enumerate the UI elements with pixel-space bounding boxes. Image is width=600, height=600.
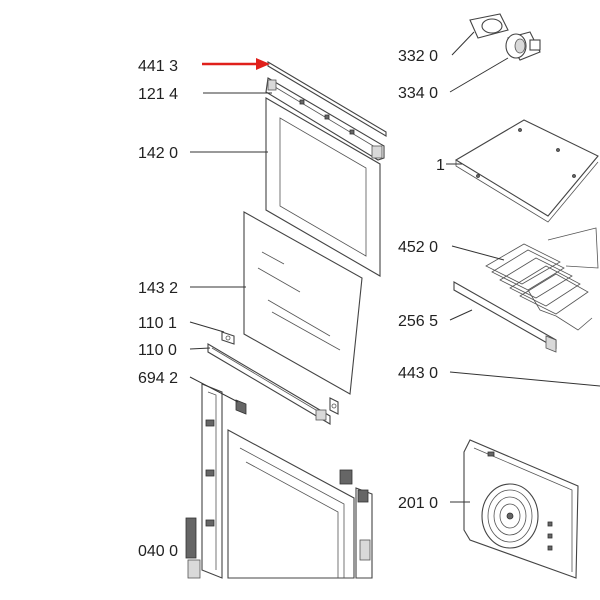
part-control-knob (505, 31, 541, 61)
highlight-arrow (202, 58, 270, 70)
label-part-2565: 256 5 (398, 313, 438, 330)
label-part-1100: 110 0 (138, 342, 177, 359)
leader-1101 (189, 321, 225, 333)
part-door-glass-panel (243, 211, 363, 395)
label-part-4430: 443 0 (398, 365, 438, 382)
part-hinge-clip (235, 399, 247, 415)
leader-6942 (189, 376, 239, 403)
leader-4520 (451, 245, 505, 261)
label-part-4413: 441 3 (138, 58, 178, 75)
label-part-1: 1 (436, 157, 445, 174)
leader-4430 (449, 371, 600, 387)
part-inner-glass-frame (265, 97, 381, 277)
label-part-6942: 694 2 (138, 370, 178, 387)
leader-2565 (449, 309, 473, 321)
part-small-bracket (221, 331, 235, 345)
part-grill-heating-element (485, 227, 599, 331)
label-part-1432: 143 2 (138, 280, 178, 297)
part-top-cover-plate (454, 119, 599, 223)
label-part-3340: 334 0 (398, 85, 438, 102)
label-part-4520: 452 0 (398, 239, 438, 256)
label-part-1420: 142 0 (138, 145, 178, 162)
part-control-knob-top (469, 13, 509, 39)
part-door-handle-bar (207, 343, 339, 425)
part-fan-cover (463, 439, 579, 579)
part-outer-door-panel (185, 383, 373, 579)
part-door-top-profile (265, 77, 385, 161)
part-element-bracket (453, 281, 557, 353)
leader-3320 (451, 31, 475, 56)
label-part-1101: 110 1 (138, 315, 177, 332)
leader-3340 (449, 57, 509, 93)
label-part-0400: 040 0 (138, 543, 178, 560)
leader-1100 (189, 347, 211, 350)
label-part-1214: 121 4 (138, 86, 178, 103)
label-part-3320: 332 0 (398, 48, 438, 65)
label-part-2010: 201 0 (398, 495, 438, 512)
